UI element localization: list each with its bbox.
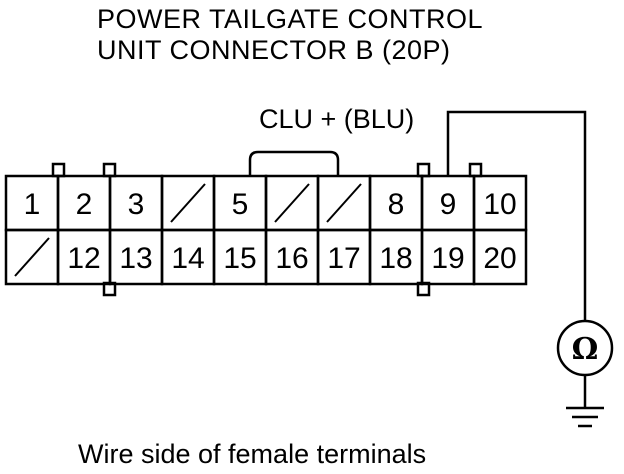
- connector-latch: [248, 150, 340, 176]
- ground-icon: [566, 406, 604, 428]
- wire-label-clu-plus: CLU + (BLU): [259, 104, 414, 134]
- locator-tab: [102, 162, 117, 178]
- pin-number: 20: [483, 242, 516, 275]
- pin-number: 16: [275, 242, 308, 275]
- pin-number: 13: [119, 242, 152, 275]
- locator-tab: [416, 162, 431, 178]
- unused-cavity-mark: [14, 237, 50, 277]
- pin-number: 2: [76, 188, 93, 221]
- pin-number: 9: [440, 188, 457, 221]
- diagram-title-line-2: UNIT CONNECTOR B (20P): [97, 35, 451, 65]
- diagram-title-line-1: POWER TAILGATE CONTROL: [97, 4, 484, 34]
- pin-number: 17: [327, 242, 360, 275]
- pin-number: 19: [431, 242, 464, 275]
- unused-cavity-mark: [170, 183, 206, 223]
- pin-number: 18: [379, 242, 412, 275]
- pin-number: 14: [171, 242, 204, 275]
- ohm-symbol: Ω: [572, 332, 599, 367]
- wire-clu-plus: [446, 110, 587, 320]
- pin-number: 5: [232, 188, 249, 221]
- connector-cavity: [472, 228, 528, 286]
- pin-number: 15: [223, 242, 256, 275]
- caption: Wire side of female terminals: [78, 439, 427, 469]
- pin-number: 12: [67, 242, 100, 275]
- pin-number: 3: [128, 188, 145, 221]
- locator-tab: [468, 162, 483, 178]
- pin-number: 8: [388, 188, 405, 221]
- locator-tab: [51, 162, 66, 178]
- pin-number: 1: [24, 188, 41, 221]
- pin-number: 10: [483, 188, 516, 221]
- unused-cavity-mark: [274, 183, 310, 223]
- unused-cavity-mark: [326, 183, 362, 223]
